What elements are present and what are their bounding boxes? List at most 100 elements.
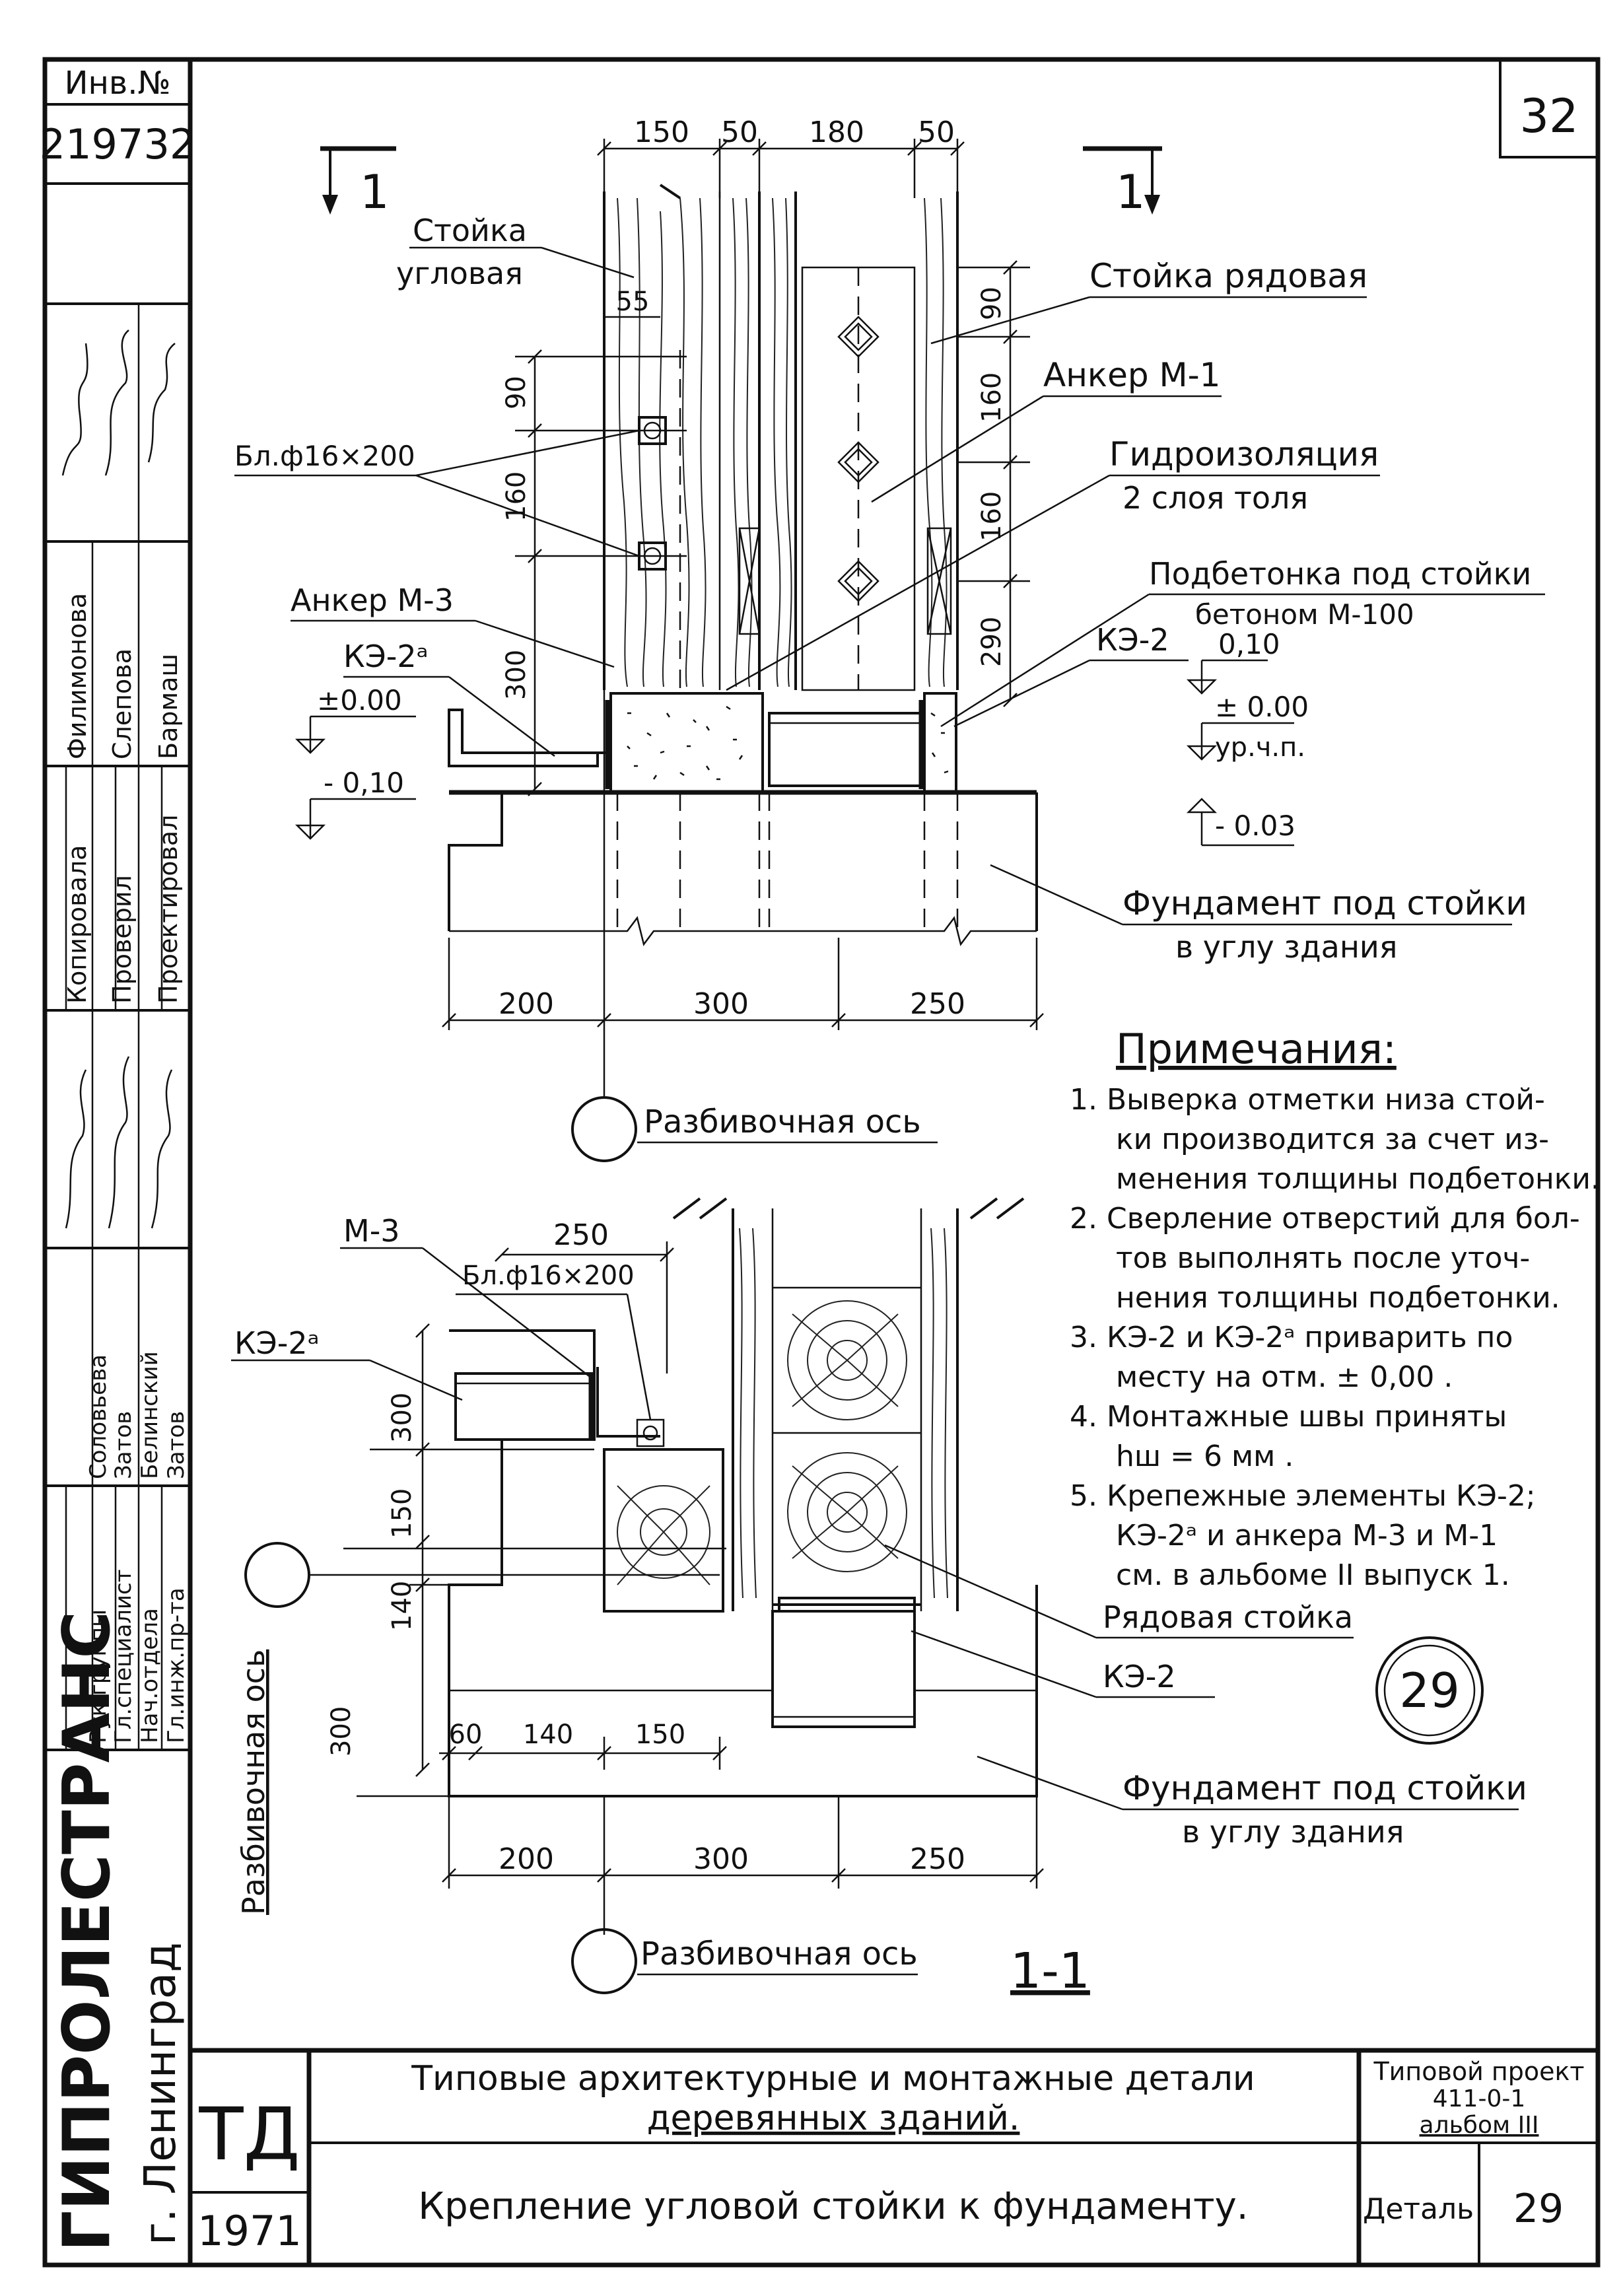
level-left-zero: ±0.00	[317, 684, 402, 716]
label-axis-bottom: Разбивочная ось	[640, 1935, 918, 1972]
level-marks	[294, 659, 1294, 847]
label-anchor-m1: Анкер М-1	[1043, 356, 1220, 394]
note-line-4: 2. Сверление отверстий для бол-	[1070, 1202, 1580, 1235]
signature-scribbles	[61, 330, 176, 1229]
dim-200-bottom: 200	[499, 1842, 554, 1876]
dimension-section	[343, 1241, 1044, 1889]
role-checked: Проверил	[108, 875, 137, 1004]
name-chief-specialist: Затов	[110, 1411, 137, 1479]
note-line-10: hш = 6 мм .	[1116, 1440, 1294, 1473]
label-waterproofing-1: Гидроизоляция	[1109, 435, 1379, 473]
label-waterproofing-2: 2 слоя толя	[1122, 480, 1308, 516]
label-corner-post-2: угловая	[396, 256, 523, 291]
detail-circle-number: 29	[1399, 1663, 1460, 1718]
role-chief-engineer: Гл.инж.пр-та	[163, 1587, 190, 1743]
dim-250-top: 250	[910, 987, 965, 1021]
year: 1971	[197, 2207, 302, 2255]
name-group-head: Соловьева	[85, 1354, 112, 1479]
dim-300-bottom: 300	[693, 1842, 749, 1876]
corner-post	[603, 184, 761, 690]
dim-300-left: 300	[501, 650, 532, 700]
page-number: 32	[1519, 89, 1578, 143]
title-main-line1: Типовые архитектурные и монтажные детали	[411, 2059, 1255, 2099]
cut-label-left: 1	[360, 165, 390, 219]
dimension-left-vertical	[515, 349, 687, 796]
dim-90-left: 90	[501, 376, 532, 409]
label-ke2a-top: КЭ-2ᵃ	[343, 639, 429, 674]
note-line-12: КЭ-2ᵃ и анкера М-3 и М-1	[1116, 1519, 1498, 1552]
row-post	[679, 191, 959, 691]
dim-150-section: 150	[387, 1488, 417, 1539]
inv-number: 219732	[40, 120, 196, 168]
ke2-plate	[768, 712, 926, 787]
label-concrete-2: бетоном М-100	[1195, 598, 1414, 631]
label-m3-section: М-3	[343, 1213, 400, 1249]
dim-90-right: 90	[977, 287, 1007, 320]
mark-td: ТД	[198, 2092, 300, 2176]
notes: Примечания: 1. Выверка отметки низа стой…	[1070, 1025, 1600, 1592]
notes-heading: Примечания:	[1116, 1025, 1397, 1073]
project-line1: Типовой проект	[1373, 2057, 1584, 2086]
elevation-view: 1 1	[234, 116, 1545, 1162]
label-ke2-section: КЭ-2	[1103, 1659, 1176, 1694]
dim-150: 150	[634, 116, 689, 149]
project-line2: 411-0-1	[1433, 2085, 1526, 2112]
axis-circle	[571, 1096, 637, 1162]
level-left-minus: - 0,10	[324, 767, 404, 799]
project-line3: альбом III	[1420, 2112, 1539, 2139]
ke2a-plan	[454, 1367, 660, 1441]
page-number-box	[1499, 58, 1599, 158]
name-chief-engineer: Затов	[163, 1411, 190, 1479]
label-anchor-m3: Анкер М-3	[291, 582, 454, 618]
concrete-pad	[609, 692, 957, 794]
role-dept-head: Нач.отдела	[137, 1608, 163, 1743]
level-right-plus: 0,10	[1218, 628, 1280, 660]
label-ke2-top: КЭ-2	[1096, 622, 1169, 658]
name-checked: Слепова	[108, 648, 137, 759]
dim-290-right: 290	[977, 617, 1007, 667]
dim-250-bottom: 250	[910, 1842, 965, 1876]
title-block: ТД 1971 Типовые архитектурные и монтажны…	[190, 2048, 1598, 2265]
note-line-5: тов выполнять после уточ-	[1116, 1241, 1530, 1275]
label-axis-top: Разбивочная ось	[644, 1103, 921, 1140]
title-sub: Крепление угловой стойки к фундаменту.	[418, 2185, 1248, 2228]
dim-180: 180	[809, 116, 864, 149]
dim-160-left: 160	[501, 471, 532, 522]
org-city: г. Ленинград	[135, 1942, 186, 2245]
title-main-line2: деревянных зданий.	[647, 2099, 1020, 2138]
dim-50-a: 50	[721, 116, 758, 149]
level-right-zero: ± 0.00	[1215, 691, 1309, 723]
corner-post-plan	[603, 1418, 724, 1613]
dim-55: 55	[616, 287, 650, 317]
dimension-bottom	[442, 938, 1044, 1030]
dim-250-section: 250	[553, 1218, 609, 1252]
section-view: Разбивочная ось Разбивочная ось 1-1 29	[231, 1197, 1527, 2000]
dim-140-row: 140	[523, 1720, 573, 1750]
name-copied: Филимонова	[63, 593, 92, 759]
dimension-right-vertical	[957, 260, 1030, 707]
side-bracket-left	[738, 527, 761, 635]
dim-150-row: 150	[635, 1720, 685, 1750]
dim-140-section: 140	[387, 1581, 417, 1631]
dim-60-section: 60	[449, 1720, 483, 1750]
role-copied: Копировала	[63, 845, 92, 1004]
note-line-9: 4. Монтажные швы приняты	[1070, 1400, 1507, 1434]
detail-circle	[1375, 1636, 1484, 1745]
label-concrete-1: Подбетонка под стойки	[1149, 556, 1531, 592]
leader-lines-top	[234, 246, 1545, 926]
ke2a-angle	[448, 709, 599, 767]
cut-label-right: 1	[1116, 165, 1146, 219]
left-stamp: Инв.№ 219732 Проектировал Бармаш Провери…	[40, 65, 196, 2252]
leader-lines-section	[231, 1247, 1519, 1811]
dim-300-section-a: 300	[387, 1393, 417, 1443]
inv-label: Инв.№	[65, 65, 171, 102]
label-foundation-1-section: Фундамент под стойки	[1122, 1769, 1527, 1807]
label-corner-post-1: Стойка	[413, 213, 527, 248]
dim-50-b: 50	[918, 116, 955, 149]
sheet-frame	[42, 57, 1601, 2268]
note-line-6: нения толщины подбетонки.	[1116, 1281, 1560, 1315]
section-cut-right: 1	[1083, 146, 1162, 219]
note-line-11: 5. Крепежные элементы КЭ-2;	[1070, 1479, 1536, 1513]
